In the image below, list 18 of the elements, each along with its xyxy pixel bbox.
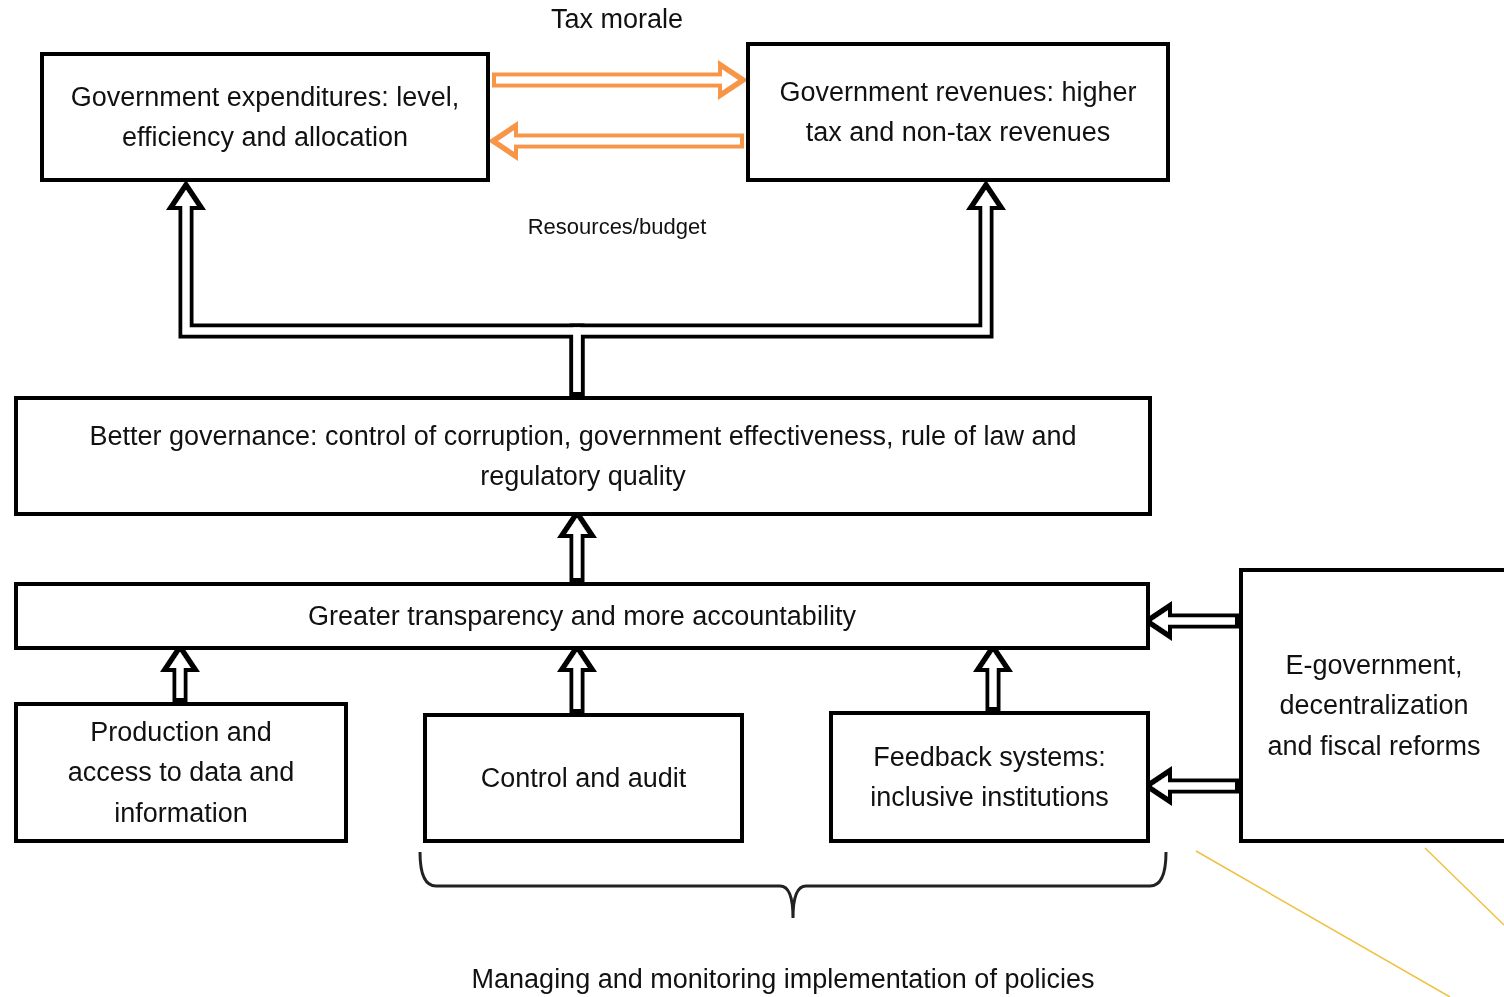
box-text: Greater transparency and more accountability [308,599,856,633]
process-box [1239,568,1504,843]
process-box [829,711,1150,843]
box-text: Control and audit [480,761,687,795]
process-box [746,42,1170,182]
box-text: Government revenues: higher tax and non-tax revenues [778,75,1138,149]
process-box [14,396,1152,516]
block-arrow [492,60,748,100]
box-text: Government expenditures: level, efficiency and allocation [69,80,461,154]
box-text: E-government, decentralization and fiscal reforms [1266,648,1482,763]
process-box [40,52,490,182]
box-text: Better governance: control of corruption, government effectiveness, rule of law and regulatory quality [88,419,1078,493]
process-box [423,713,744,843]
block-arrow [569,180,1006,396]
box-text: Feedback systems: inclusive institutions [869,740,1110,814]
box-text: Production and access to data and information [66,715,296,830]
process-box [14,702,348,843]
process-box [14,582,1150,650]
